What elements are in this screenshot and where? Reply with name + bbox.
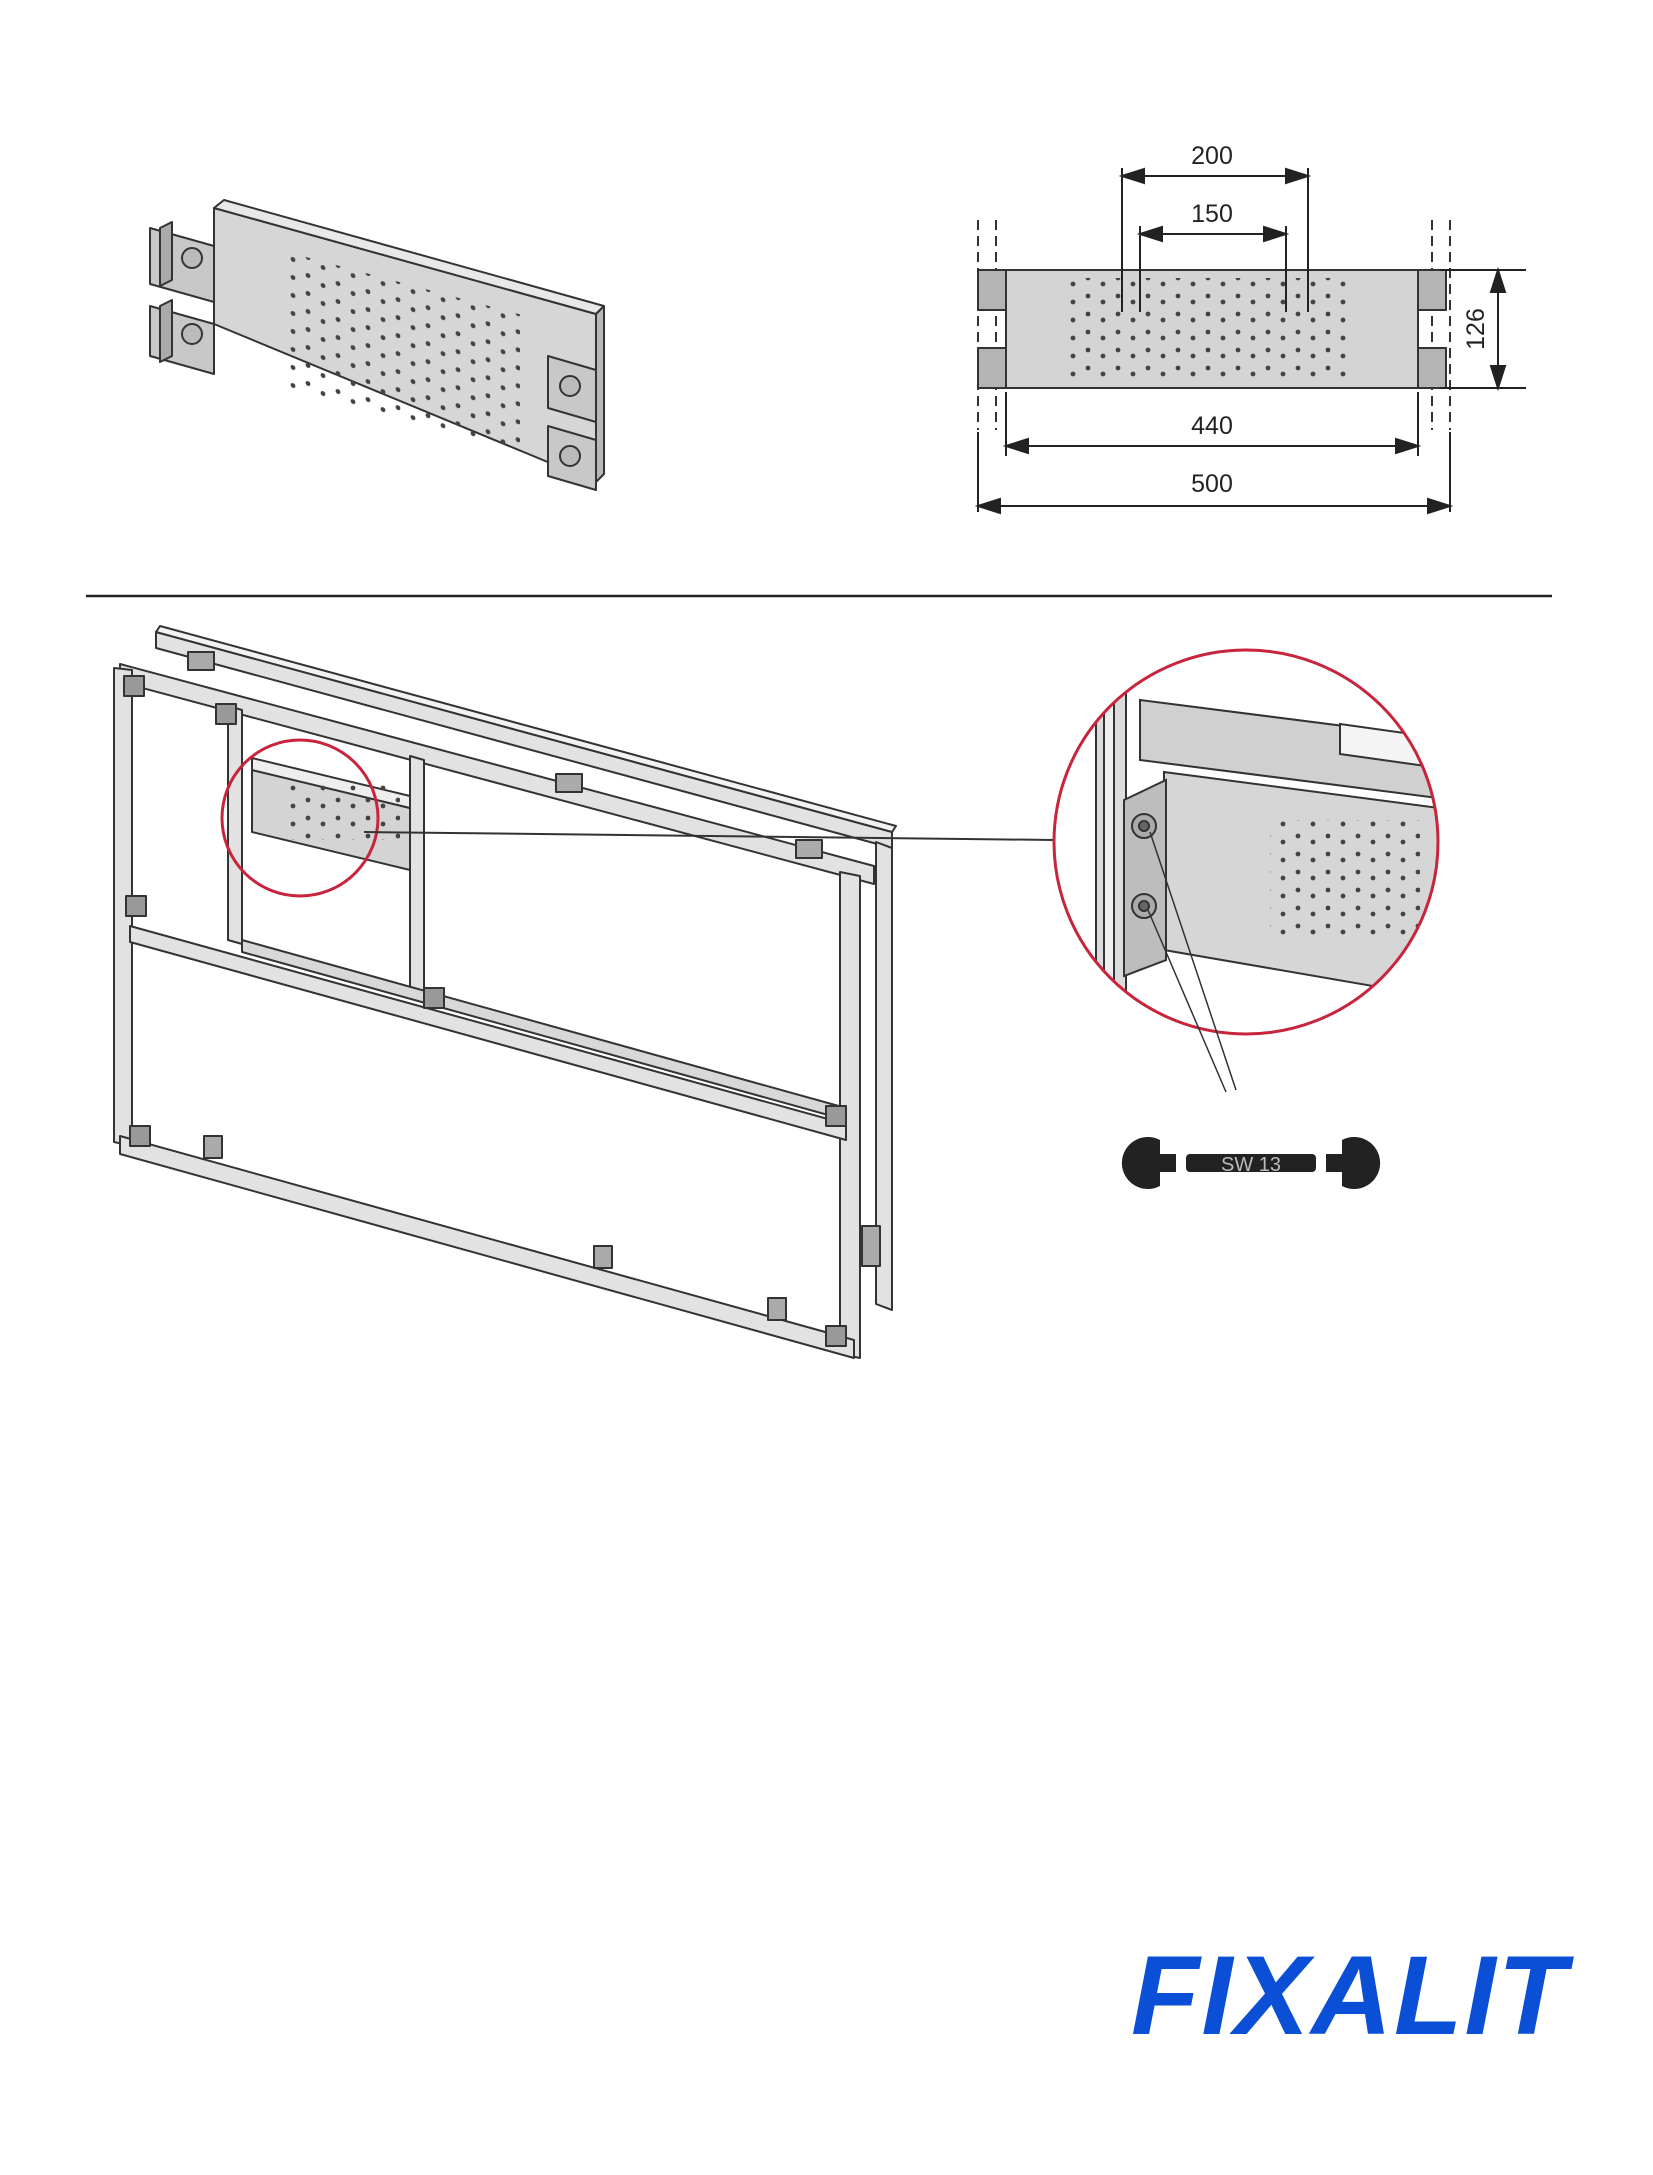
tool-pointer-line-2: [1147, 909, 1227, 1093]
fixalit-logo: FIXALIT: [1131, 1933, 1575, 2058]
callout-leader-line: [363, 831, 1055, 841]
dimension-500-label: 500: [1191, 470, 1233, 498]
wrench-size-label: SW 13: [1221, 1154, 1281, 1176]
dimension-200-label: 200: [1191, 142, 1233, 170]
dimension-126-label: 126: [1462, 308, 1490, 350]
dimension-150-label: 150: [1191, 200, 1233, 228]
tool-pointer-line-1: [1149, 831, 1237, 1091]
bracket-front-view: [977, 220, 1451, 430]
frame-assembly: [113, 625, 897, 1359]
dimension-lines: [974, 167, 1526, 515]
detail-callout-large: [1052, 648, 1440, 1036]
detail-callout-small: [220, 738, 380, 898]
detail-zoom-view: [1054, 650, 1438, 1034]
wrench-icon: SW 13: [1121, 1137, 1381, 1189]
bracket-isometric-view: [149, 199, 605, 491]
dimension-440-label: 440: [1191, 412, 1233, 440]
